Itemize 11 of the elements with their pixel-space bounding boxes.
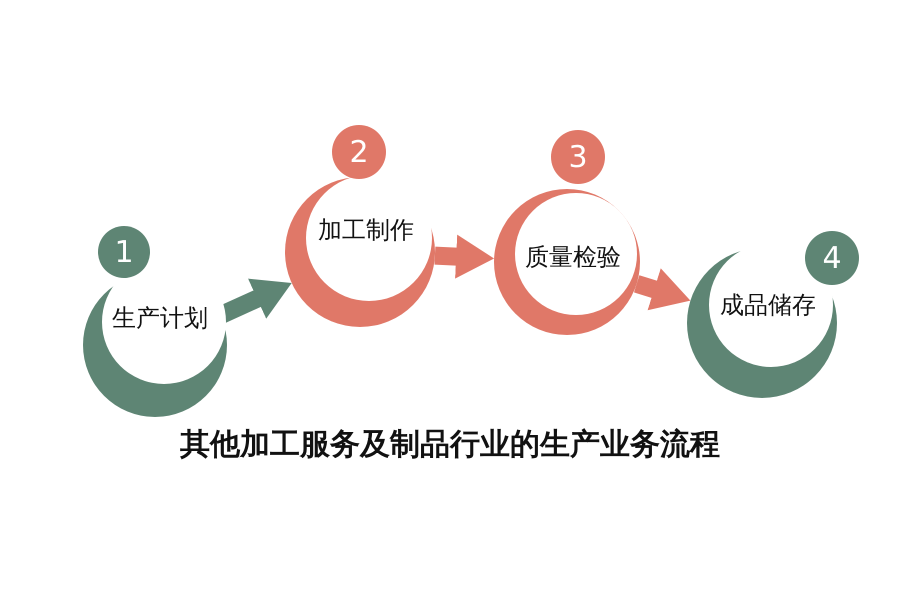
step-label: 加工制作 (318, 215, 414, 246)
number-badge: 3 (551, 130, 605, 184)
number-badge: 2 (332, 125, 386, 179)
step-label: 成品储存 (720, 290, 816, 321)
caption: 其他加工服务及制品行业的生产业务流程 (180, 427, 720, 462)
number-badge: 1 (98, 226, 150, 278)
arrow (634, 268, 690, 310)
number-badge: 4 (805, 231, 859, 285)
arrow (434, 234, 494, 279)
step-label: 生产计划 (112, 303, 208, 334)
step-label: 质量检验 (525, 242, 621, 273)
